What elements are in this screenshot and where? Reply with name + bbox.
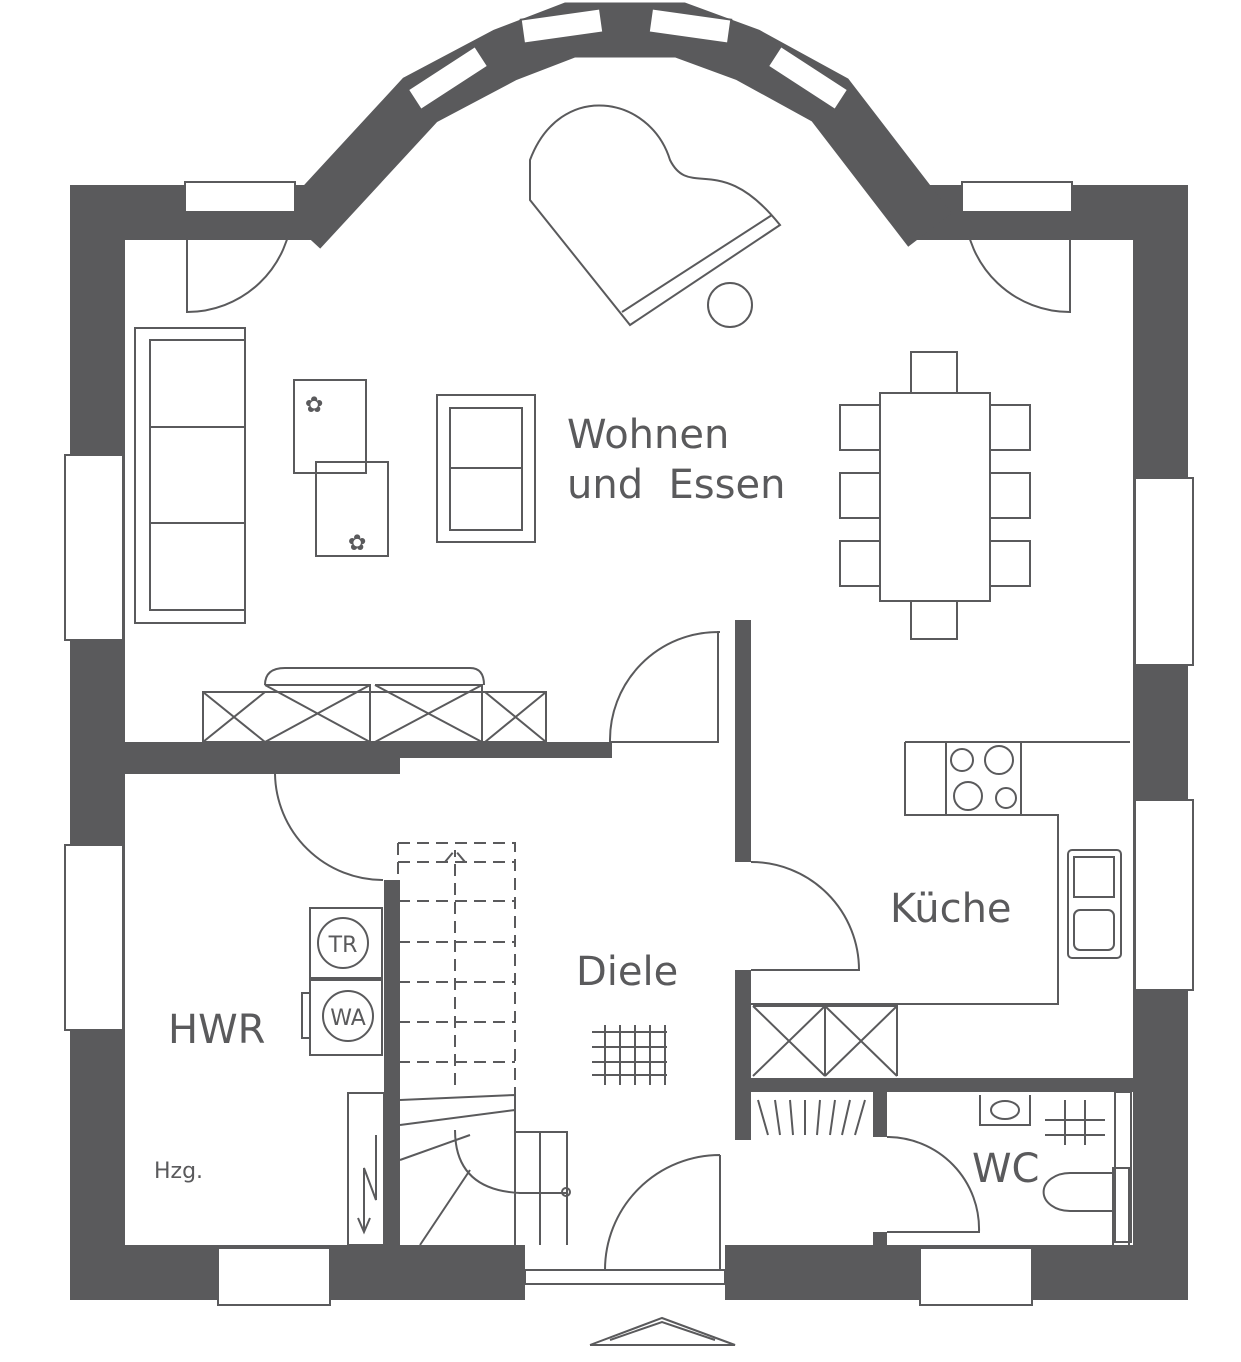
armchair: [436, 394, 536, 543]
staircase: [397, 842, 571, 1246]
washer-label: WA: [330, 1006, 366, 1031]
window: [64, 454, 124, 641]
hall-grid: [592, 1025, 667, 1085]
room-label-utility: HWR: [168, 1007, 265, 1053]
bay-window: [647, 7, 733, 45]
sofa: [134, 327, 246, 624]
entrance-door-frame: [524, 1269, 726, 1285]
side-tables: ✿ ✿: [293, 379, 389, 557]
window: [64, 844, 124, 1031]
plant-icon: ✿: [348, 531, 366, 556]
exterior-walls: [70, 2, 1188, 1300]
dryer-label: TR: [328, 933, 358, 958]
utility-fixtures: [301, 907, 385, 1246]
wardrobe: [757, 1099, 866, 1136]
window: [961, 181, 1073, 213]
room-label-living-2: und Essen: [567, 462, 785, 508]
doors: [186, 211, 1071, 1271]
window: [919, 1247, 1033, 1306]
window: [1134, 477, 1194, 666]
bay-window: [766, 44, 850, 112]
windows: [64, 7, 1194, 1306]
kitchen-counter: [751, 741, 1130, 1077]
room-label-living: Wohnen: [567, 412, 729, 458]
wc-fixtures: [979, 1091, 1132, 1247]
dining-table: [839, 351, 1031, 640]
window: [217, 1247, 331, 1306]
entrance-arrow-icon: [589, 1316, 736, 1346]
plant-icon: ✿: [305, 393, 323, 418]
grand-piano: [529, 104, 782, 328]
room-label-wc: WC: [972, 1146, 1039, 1192]
bay-window: [519, 7, 605, 45]
room-label-hall: Diele: [576, 949, 678, 995]
bay-window: [406, 44, 490, 112]
window: [184, 181, 296, 213]
window: [1134, 799, 1194, 991]
interior-walls: [125, 620, 1133, 1245]
sideboard: [202, 667, 547, 743]
label-heating: Hzg.: [154, 1159, 203, 1184]
room-label-kitchen: Küche: [890, 886, 1012, 932]
